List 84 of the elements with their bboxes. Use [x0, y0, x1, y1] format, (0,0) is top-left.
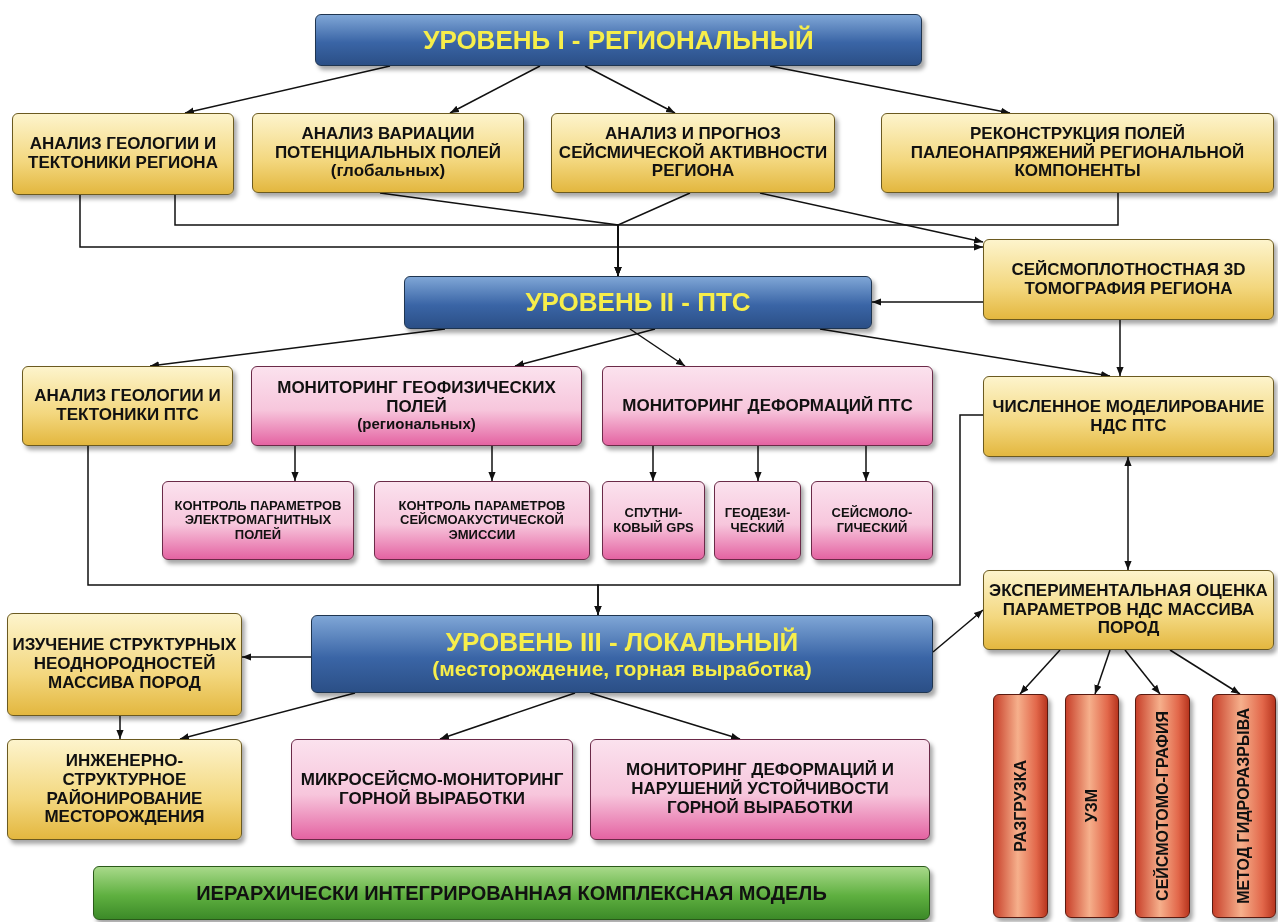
method-bar	[1212, 694, 1276, 918]
box-label: МЕТОД ГИДРОРАЗРЫВА	[1235, 708, 1253, 904]
arrow	[291, 445, 299, 482]
process-box	[881, 113, 1274, 193]
box-label: СЕЙСМОПЛОТНОСТНАЯ 3D ТОМОГРАФИЯ РЕГИОНА	[1010, 260, 1247, 299]
arrow	[241, 653, 312, 661]
box-label: СЕЙСМОТОМО-ГРАФИЯ	[1153, 711, 1172, 901]
method-box	[602, 481, 705, 560]
level-banner	[315, 14, 922, 66]
method-box	[162, 481, 354, 560]
box-label: РЕКОНСТРУКЦИЯ ПОЛЕЙ ПАЛЕОНАПРЯЖЕНИЙ РЕГИОНАЛЬНОЙ КОМПОНЕНТЫ	[909, 124, 1246, 182]
process-box	[983, 239, 1274, 320]
box-label: МОНИТОРИНГ ГЕОФИЗИЧЕСКИХ ПОЛЕЙ	[276, 379, 557, 417]
method-bar	[993, 694, 1048, 918]
process-box	[983, 570, 1274, 650]
box-label: ЭКСПЕРИМЕНТАЛЬНАЯ ОЦЕНКА ПАРАМЕТРОВ НДС МАССИВА ПОРОД	[988, 581, 1269, 639]
box-label: ГЕОДЕЗИ-ЧЕСКИЙ	[723, 506, 792, 535]
arrow	[439, 692, 576, 740]
arrow	[871, 298, 984, 306]
box-label: УРОВЕНЬ I - РЕГИОНАЛЬНЫЙ	[423, 25, 814, 55]
arrow	[594, 414, 984, 616]
box-label: УЗМ	[1083, 789, 1101, 823]
box-label: МОНИТОРИНГ ДЕФОРМАЦИЙ ПТС	[622, 396, 913, 416]
method-box	[374, 481, 590, 560]
box-label: АНАЛИЗ ВАРИАЦИИ ПОТЕНЦИАЛЬНЫХ ПОЛЕЙ (глобальных)	[273, 124, 503, 182]
level-banner	[404, 276, 872, 329]
box-label: СПУТНИ-КОВЫЙ GPS	[612, 506, 695, 535]
arrow	[649, 445, 657, 482]
box-label: РАЗГРУЗКА	[1011, 760, 1030, 852]
arrow	[79, 194, 984, 251]
arrow	[1094, 649, 1111, 695]
arrow	[116, 715, 124, 740]
arrow	[614, 192, 1119, 277]
arrow	[769, 65, 1011, 115]
box-label: МИКРОСЕЙСМО-МОНИТОРИНГ ГОРНОЙ ВЫРАБОТКИ	[299, 770, 565, 809]
arrow	[1169, 649, 1241, 695]
arrow	[184, 65, 391, 115]
monitoring-box	[602, 366, 933, 446]
process-box	[7, 613, 242, 716]
process-box	[12, 113, 234, 195]
box-label: ИЕРАРХИЧЕСКИ ИНТЕГРИРОВАННАЯ КОМПЛЕКСНАЯ МОДЕЛЬ	[196, 882, 827, 904]
method-box	[714, 481, 801, 560]
arrow	[759, 192, 984, 244]
box-subtitle: (месторождение, горная выработка)	[432, 656, 812, 680]
arrow	[1019, 649, 1061, 695]
box-label: АНАЛИЗ ГЕОЛОГИИ И ТЕКТОНИКИ ПТС	[33, 387, 222, 425]
arrow	[179, 692, 356, 741]
method-bar	[1065, 694, 1119, 918]
box-label: АНАЛИЗ ГЕОЛОГИИ И ТЕКТОНИКИ РЕГИОНА	[27, 135, 219, 173]
box-label: УРОВЕНЬ III - ЛОКАЛЬНЫЙ	[445, 628, 799, 657]
level-banner	[311, 615, 933, 693]
box-label: ИНЖЕНЕРНО-СТРУКТУРНОЕ РАЙОНИРОВАНИЕ МЕСТОРОЖДЕНИЯ	[43, 752, 206, 827]
monitoring-box	[590, 739, 930, 840]
model-banner	[93, 866, 930, 920]
method-bar	[1135, 694, 1190, 918]
process-box	[252, 113, 524, 193]
arrow	[629, 328, 686, 367]
box-label: СЕЙСМОЛО-ГИЧЕСКИЙ	[830, 506, 914, 535]
box-label: АНАЛИЗ И ПРОГНОЗ СЕЙСМИЧЕСКОЙ АКТИВНОСТИ РЕГИОНА	[557, 124, 829, 182]
arrow	[754, 445, 762, 482]
arrow	[449, 65, 541, 114]
box-label: МОНИТОРИНГ ДЕФОРМАЦИЙ И НАРУШЕНИЙ УСТОЙЧИВОСТИ ГОРНОЙ ВЫРАБОТКИ	[625, 761, 895, 818]
box-label: ЧИСЛЕННОЕ МОДЕЛИРОВАНИЕ НДС ПТС	[991, 397, 1266, 436]
arrow	[862, 445, 870, 482]
process-box	[7, 739, 242, 840]
arrow	[932, 609, 984, 653]
arrow	[1124, 649, 1161, 695]
process-box	[551, 113, 835, 193]
process-box	[983, 376, 1274, 457]
monitoring-box	[251, 366, 582, 446]
box-label: КОНТРОЛЬ ПАРАМЕТРОВ ЭЛЕКТРОМАГНИТНЫХ ПОЛЕЙ	[173, 499, 343, 542]
box-label: КОНТРОЛЬ ПАРАМЕТРОВ СЕЙСМОАКУСТИЧЕСКОЙ ЭМИССИИ	[397, 499, 567, 542]
arrow	[514, 328, 656, 368]
arrow	[1116, 319, 1124, 377]
arrow	[488, 445, 496, 482]
box-label: ИЗУЧЕНИЕ СТРУКТУРНЫХ НЕОДНОРОДНОСТЕЙ МАССИВА ПОРОД	[12, 636, 237, 693]
arrow	[589, 692, 741, 740]
method-box	[811, 481, 933, 560]
box-label: УРОВЕНЬ II - ПТС	[525, 288, 751, 317]
monitoring-box	[291, 739, 573, 840]
arrow	[584, 65, 676, 114]
arrow	[1124, 456, 1132, 571]
process-box	[22, 366, 233, 446]
box-subtitle: (региональных)	[357, 416, 476, 433]
